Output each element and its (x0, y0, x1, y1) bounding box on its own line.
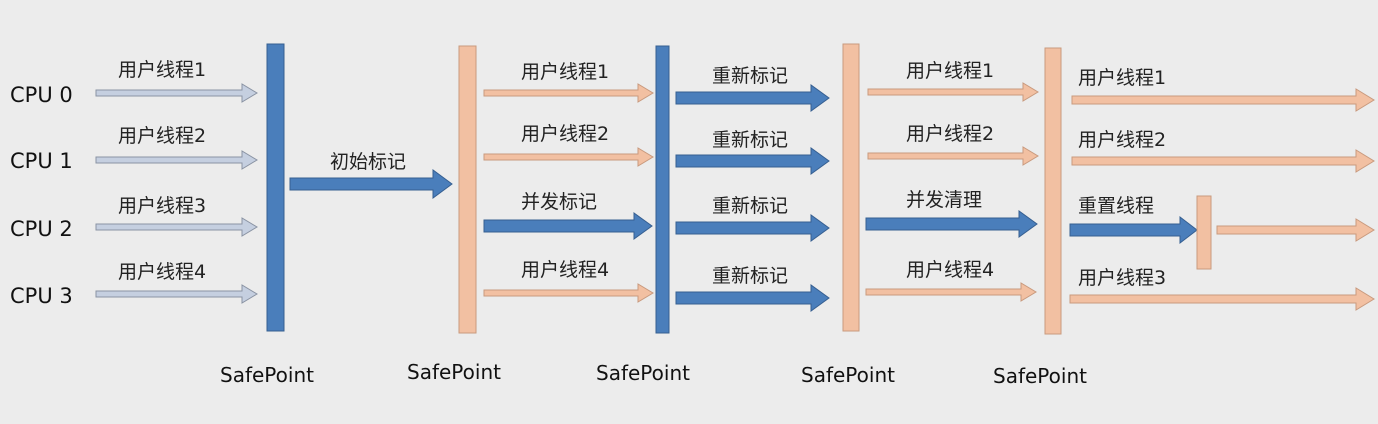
arrow-thread4-seg5 (865, 282, 1037, 302)
label-thread3-seg6: 用户线程3 (1078, 267, 1166, 289)
arrow-thread2-seg6 (1071, 149, 1375, 173)
cpu-label-3: CPU 3 (10, 284, 73, 308)
label-concurrent-sweep: 并发清理 (906, 189, 982, 211)
label-thread4-seg5: 用户线程4 (906, 259, 994, 281)
arrow-thread4-seg3 (483, 283, 654, 303)
safepoint-caption-3: SafePoint (596, 361, 690, 385)
arrow-concurrent-sweep (865, 210, 1038, 238)
label-remark-2: 重新标记 (712, 195, 788, 217)
label-concurrent-mark: 并发标记 (521, 191, 597, 213)
safepoint-caption-4: SafePoint (801, 363, 895, 387)
label-thread2-seg5: 用户线程2 (906, 123, 994, 145)
safepoint-bar-1 (266, 43, 285, 332)
arrow-remark-0 (675, 84, 830, 112)
label-thread3-seg1: 用户线程3 (118, 195, 206, 217)
reset-safepoint-bar (1196, 195, 1212, 270)
arrow-thread2-seg3 (483, 147, 654, 167)
label-remark-1: 重新标记 (712, 129, 788, 151)
arrow-thread2-seg1 (95, 150, 258, 170)
arrow-thread1-seg5 (867, 82, 1039, 102)
arrow-thread1-seg3 (483, 83, 654, 103)
arrow-reset-thread (1069, 215, 1198, 245)
arrow-concurrent-mark (483, 212, 653, 240)
label-thread4-seg3: 用户线程4 (521, 259, 609, 281)
arrow-thread3-seg1 (95, 217, 258, 237)
label-initial-mark: 初始标记 (330, 151, 406, 173)
label-reset-thread: 重置线程 (1078, 195, 1154, 217)
safepoint-bar-3 (655, 45, 670, 334)
safepoint-bar-2 (458, 45, 477, 334)
label-thread1-seg1: 用户线程1 (118, 59, 206, 81)
label-thread1-seg6: 用户线程1 (1078, 67, 1166, 89)
label-remark-0: 重新标记 (712, 65, 788, 87)
safepoint-caption-1: SafePoint (220, 363, 314, 387)
arrow-after-reset (1216, 218, 1375, 242)
arrow-remark-1 (675, 147, 830, 175)
label-thread2-seg6: 用户线程2 (1078, 129, 1166, 151)
safepoint-bar-5 (1044, 47, 1062, 335)
arrow-remark-2 (675, 214, 830, 242)
arrow-thread4-seg1 (95, 284, 258, 304)
cpu-label-2: CPU 2 (10, 217, 73, 241)
cpu-label-0: CPU 0 (10, 83, 73, 107)
label-thread1-seg3: 用户线程1 (521, 61, 609, 83)
label-remark-3: 重新标记 (712, 265, 788, 287)
safepoint-caption-5: SafePoint (993, 364, 1087, 388)
label-thread2-seg1: 用户线程2 (118, 125, 206, 147)
arrow-remark-3 (675, 284, 830, 312)
label-thread2-seg3: 用户线程2 (521, 123, 609, 145)
arrow-thread1-seg6 (1071, 88, 1375, 112)
label-thread1-seg5: 用户线程1 (906, 60, 994, 82)
label-thread4-seg1: 用户线程4 (118, 261, 206, 283)
arrow-thread3-seg6 (1069, 287, 1375, 311)
arrow-thread1-seg1 (95, 83, 258, 103)
safepoint-caption-2: SafePoint (407, 360, 501, 384)
safepoint-bar-4 (842, 43, 860, 332)
cpu-label-1: CPU 1 (10, 149, 73, 173)
arrow-initial-mark (289, 169, 453, 199)
arrow-thread2-seg5 (867, 146, 1039, 166)
